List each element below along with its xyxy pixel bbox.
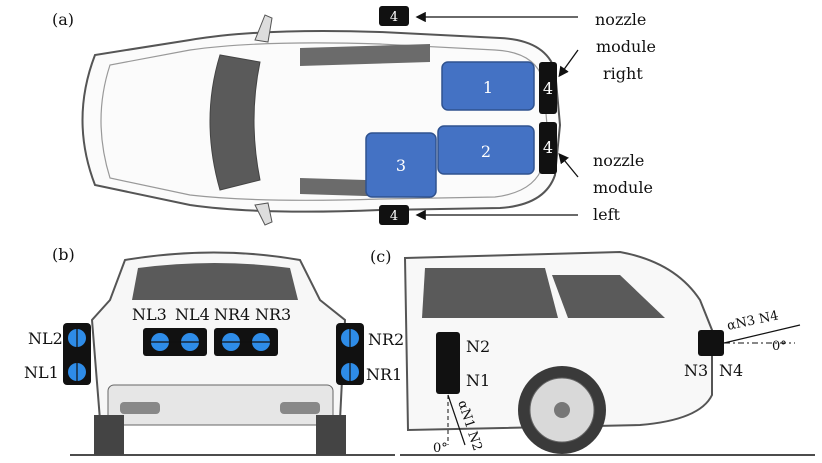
tire-right [316, 415, 346, 455]
label-n3: N3 [684, 361, 708, 380]
seat-2 [437, 125, 535, 175]
label-angle-n34: αN3 N4 [726, 308, 780, 334]
panel-label-c: (c) [370, 247, 391, 266]
seat-3-label: 3 [396, 156, 406, 175]
top-view: (a) 1 2 3 4 4 4 4 [52, 6, 656, 226]
panel-label-a: (a) [52, 10, 74, 29]
callout-right-line3: right [603, 64, 643, 83]
label-nr3: NR3 [255, 305, 291, 324]
callout-left-line3: left [593, 205, 621, 224]
label-n1: N1 [466, 371, 490, 390]
side-window-rear [552, 275, 665, 318]
label-nl1: NL1 [24, 363, 59, 382]
callout-right-line2: module [596, 37, 656, 56]
label-n4: N4 [719, 361, 743, 380]
callout-right-line1: nozzle [595, 10, 646, 29]
arrow-left [558, 152, 579, 178]
label-nr2: NR2 [368, 330, 404, 349]
roof-glass [300, 44, 430, 66]
nozzle-module-bottom-label: 4 [390, 209, 398, 224]
nozzle-module-right [539, 62, 557, 114]
tire-left [94, 415, 124, 455]
seat-3 [365, 132, 437, 198]
seat-1 [441, 61, 535, 111]
nozzle-box-n12 [436, 332, 460, 394]
wheel-hub [554, 402, 570, 418]
rear-view: (b) NL2 NL1 NR2 NR1 NL3 [24, 245, 404, 456]
callout-left-line1: nozzle [593, 151, 644, 170]
seat-2-label: 2 [481, 142, 491, 161]
panel-label-b: (b) [52, 245, 75, 264]
arrow-right [558, 49, 579, 78]
car-top-inner-line [100, 42, 548, 201]
seat-1-label: 1 [483, 78, 493, 97]
nozzle-module-left [539, 122, 557, 174]
label-nr1: NR1 [366, 365, 402, 384]
label-nl3: NL3 [132, 305, 167, 324]
nozzle-module-right-label: 4 [543, 79, 553, 98]
angle-n12-dir [447, 394, 466, 446]
label-zero-left: 0° [433, 441, 448, 456]
label-nl4: NL4 [175, 305, 210, 324]
mirror-top [254, 14, 273, 43]
nozzle-module-left-label: 4 [543, 138, 553, 157]
bumper [107, 384, 334, 426]
nozzle-module-top-label: 4 [390, 10, 398, 25]
rear-window [132, 263, 298, 300]
callout-left-line2: module [593, 178, 653, 197]
nozzle-box-n34 [698, 330, 724, 356]
mirror-bottom [254, 202, 273, 226]
nozzle-module-bottom [379, 205, 409, 225]
label-nl2: NL2 [28, 329, 63, 348]
side-view: (c) N2 N1 αN1 N2 0° N3 N4 αN3 N4 0° [370, 247, 815, 456]
angle-n34-dir [723, 324, 801, 344]
label-nr4: NR4 [214, 305, 250, 324]
label-n2: N2 [466, 337, 490, 356]
nozzle-module-top [379, 6, 409, 26]
side-window-front [422, 268, 558, 318]
label-zero-right: 0° [772, 339, 787, 354]
exhaust-right [280, 402, 320, 414]
windshield [209, 54, 261, 191]
exhaust-left [120, 402, 160, 414]
